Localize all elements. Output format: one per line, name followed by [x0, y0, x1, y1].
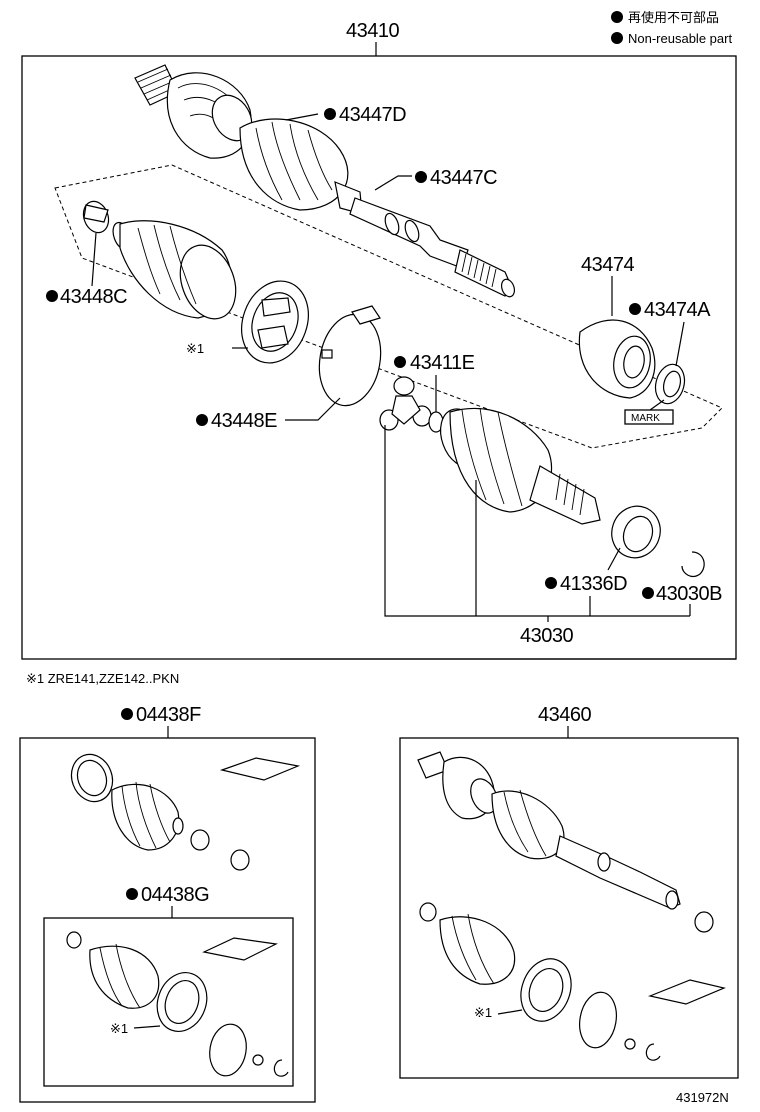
- non-reusable-bullet-icon: [629, 303, 641, 315]
- non-reusable-bullet-icon: [642, 587, 654, 599]
- legend-bullet-icon: [611, 32, 623, 44]
- non-reusable-bullet-icon: [46, 290, 58, 302]
- part-label-43030: 43030: [520, 625, 573, 647]
- outer-joint-ring: [241, 280, 309, 364]
- figure-code: 431972N: [676, 1090, 729, 1105]
- kit-frame-left-inner: [43, 917, 294, 1087]
- kit-04438F: 04438F 04438G ※1: [19, 704, 316, 1103]
- non-reusable-bullet-icon: [126, 888, 138, 900]
- snap-ring-43030B: [681, 551, 705, 578]
- legend: 再使用不可部品 Non-reusable part: [611, 10, 732, 46]
- part-label-43474: 43474: [581, 254, 634, 276]
- non-reusable-bullet-icon: [545, 577, 557, 589]
- kit-label-43460: 43460: [538, 704, 591, 726]
- note-ref-1: ※1: [474, 1005, 492, 1020]
- seal-41336D: [611, 505, 661, 559]
- non-reusable-bullet-icon: [415, 171, 427, 183]
- mark-box: [624, 409, 674, 425]
- kit-frame-right: [399, 737, 739, 1079]
- boot-band-43448E: [318, 305, 382, 407]
- non-reusable-bullet-icon: [121, 708, 133, 720]
- legend-text-en: Non-reusable part: [628, 31, 732, 46]
- grease-pack-icon: [219, 757, 301, 781]
- non-reusable-bullet-icon: [394, 356, 406, 368]
- kit-frame-left: [19, 737, 316, 1103]
- top-assembly: 43410 43447D 43447C: [21, 20, 737, 660]
- kit-43460: 43460 ※1: [399, 704, 739, 1079]
- part-label-43030B: 43030B: [656, 583, 722, 605]
- legend-text-ja: 再使用不可部品: [628, 10, 719, 25]
- kit-label-04438F: 04438F: [136, 704, 201, 726]
- outer-boot: [112, 220, 237, 320]
- ring-43474A: [654, 363, 686, 405]
- mark-label: MARK: [631, 413, 660, 424]
- subassembly-dashed-outline: [54, 164, 723, 449]
- footnote: ※1 ZRE141,ZZE142..PKN: [26, 671, 179, 686]
- grease-pack-icon: [202, 937, 278, 961]
- note-ref-1: ※1: [186, 341, 204, 356]
- non-reusable-bullet-icon: [324, 108, 336, 120]
- part-label-43447D: 43447D: [339, 104, 406, 126]
- note-ref-1: ※1: [110, 1021, 128, 1036]
- part-label-43448E: 43448E: [211, 410, 277, 432]
- part-label-43447C: 43447C: [430, 167, 497, 189]
- boot-clamp-43448C: [82, 200, 110, 234]
- drive-shaft: [134, 64, 516, 298]
- tripod-43411E: [379, 376, 444, 433]
- part-label-41336D: 41336D: [560, 573, 627, 595]
- part-label-43448C: 43448C: [60, 286, 127, 308]
- legend-bullet-icon: [611, 11, 623, 23]
- assembly-label-43410: 43410: [346, 20, 399, 42]
- inner-boot: [439, 407, 601, 525]
- non-reusable-bullet-icon: [196, 414, 208, 426]
- dust-cover-43474: [578, 319, 656, 399]
- grease-pack-icon: [647, 979, 726, 1005]
- part-label-43474A: 43474A: [644, 299, 711, 321]
- kit-label-04438G: 04438G: [141, 884, 209, 906]
- part-label-43411E: 43411E: [410, 352, 475, 374]
